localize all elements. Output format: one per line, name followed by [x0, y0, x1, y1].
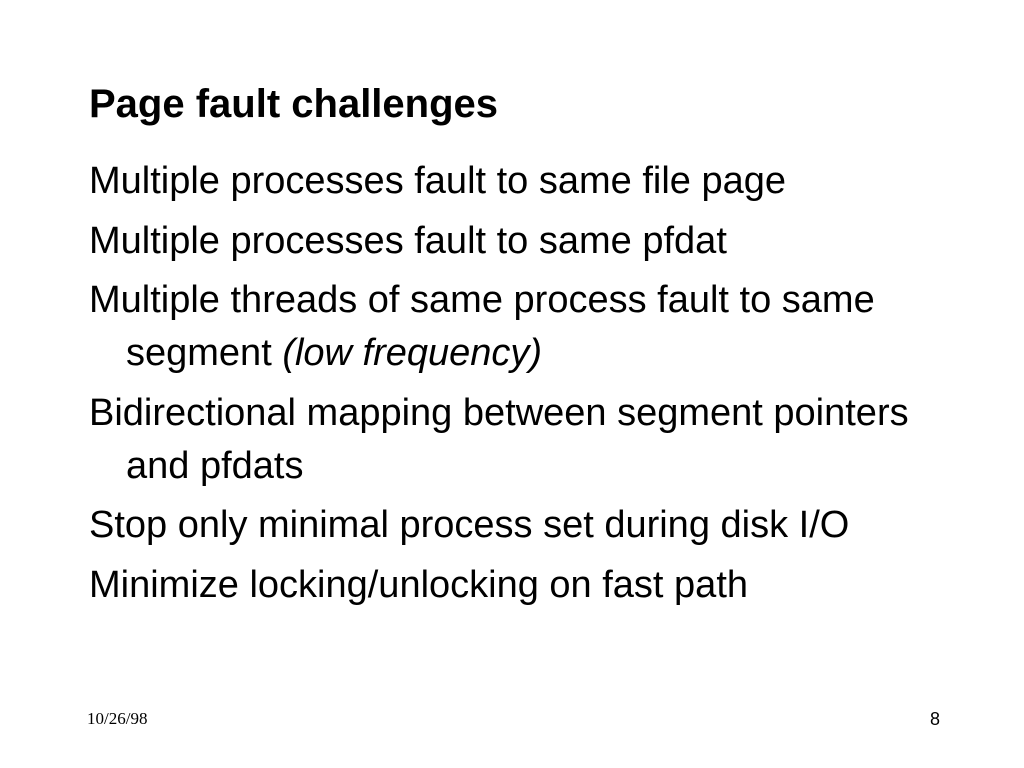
bullet-item: Multiple processes fault to same file pa…	[89, 155, 969, 208]
bullet-item: Bidirectional mapping between segment po…	[89, 387, 969, 493]
bullet-text: Multiple processes fault to same file pa…	[89, 160, 787, 202]
bullet-text: Multiple threads of same process fault t…	[89, 279, 875, 374]
bullet-item: Minimize locking/unlocking on fast path	[89, 559, 969, 612]
bullet-text: Bidirectional mapping between segment po…	[89, 391, 909, 487]
bullet-list: Multiple processes fault to same file pa…	[89, 155, 969, 618]
bullet-text: Stop only minimal process set during dis…	[89, 504, 850, 546]
bullet-emphasis: (low frequency)	[282, 332, 543, 374]
bullet-item: Multiple processes fault to same pfdat	[89, 215, 969, 268]
bullet-text: Minimize locking/unlocking on fast path	[89, 563, 749, 606]
slide-number: 8	[929, 709, 940, 729]
bullet-item: Multiple threads of same process fault t…	[89, 274, 969, 380]
bullet-item: Stop only minimal process set during dis…	[89, 499, 969, 552]
bullet-text: Multiple processes fault to same pfdat	[89, 219, 727, 262]
footer-date: 10/26/98	[87, 709, 148, 728]
slide-title: Page fault challenges	[89, 82, 499, 126]
